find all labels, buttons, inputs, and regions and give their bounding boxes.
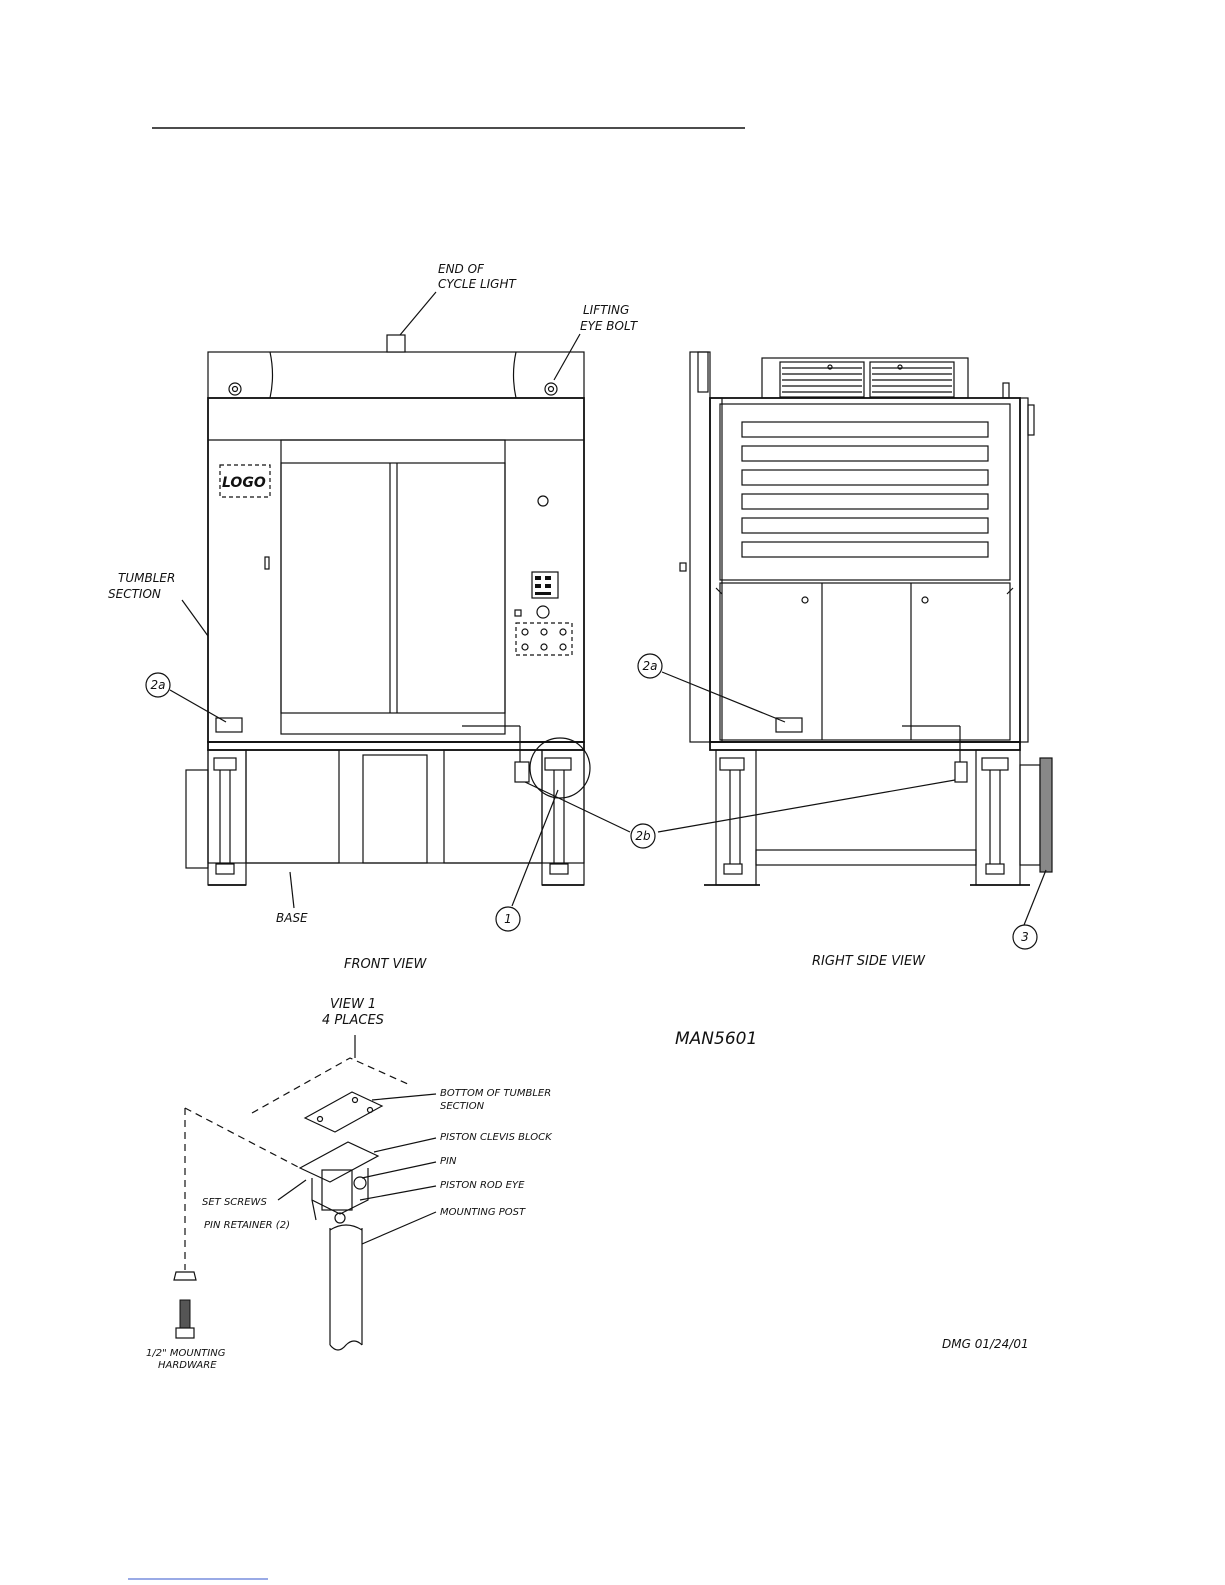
view1-label-line1: VIEW 1 [330,997,376,1012]
bottom-of-tumbler-label-line2: SECTION [440,1101,485,1112]
end-of-cycle-label-line1: END OF [438,262,485,276]
drafter-signature: DMG 01/24/01 [942,1337,1029,1351]
callout-2a-front: 2a [146,673,170,697]
mounting-hardware-label-line1: 1/2" MOUNTING [146,1348,226,1359]
svg-text:2a: 2a [643,659,658,673]
end-of-cycle-label-line2: CYCLE LIGHT [438,277,518,291]
leader-lines [170,292,1046,925]
tumbler-section-label-line1: TUMBLER [118,571,175,585]
base-label: BASE [276,911,308,925]
callout-1: 1 [496,907,520,931]
tumbler-section-label-line2: SECTION [108,587,161,601]
pin-retainer-label: PIN RETAINER (2) [204,1220,290,1231]
piston-rod-eye-label: PISTON ROD EYE [440,1180,525,1191]
right-side-view [680,352,1052,885]
svg-text:3: 3 [1021,930,1029,944]
view1-detail [174,1035,436,1350]
mounting-post-label: MOUNTING POST [440,1207,526,1218]
svg-text:1: 1 [504,912,512,926]
lifting-eye-bolt-label-line2: EYE BOLT [580,319,639,333]
svg-text:2b: 2b [635,829,651,843]
front-view-caption: FRONT VIEW [344,957,427,972]
mounting-hardware-label-line2: HARDWARE [158,1360,217,1371]
piston-clevis-block-label: PISTON CLEVIS BLOCK [440,1132,553,1143]
front-view [186,335,590,885]
svg-text:2a: 2a [151,678,166,692]
logo-placeholder: LOGO [222,475,266,491]
callout-2a-side: 2a [638,654,662,678]
right-side-view-caption: RIGHT SIDE VIEW [812,954,926,969]
view1-label-line2: 4 PLACES [322,1013,384,1028]
lifting-eye-bolt-label-line1: LIFTING [583,303,629,317]
callout-3: 3 [1013,925,1037,949]
bottom-of-tumbler-label-line1: BOTTOM OF TUMBLER [440,1088,551,1099]
document-id: MAN5601 [675,1029,757,1049]
set-screws-label: SET SCREWS [202,1197,267,1208]
callout-2b: 2b [631,824,655,848]
pin-label: PIN [440,1156,457,1167]
